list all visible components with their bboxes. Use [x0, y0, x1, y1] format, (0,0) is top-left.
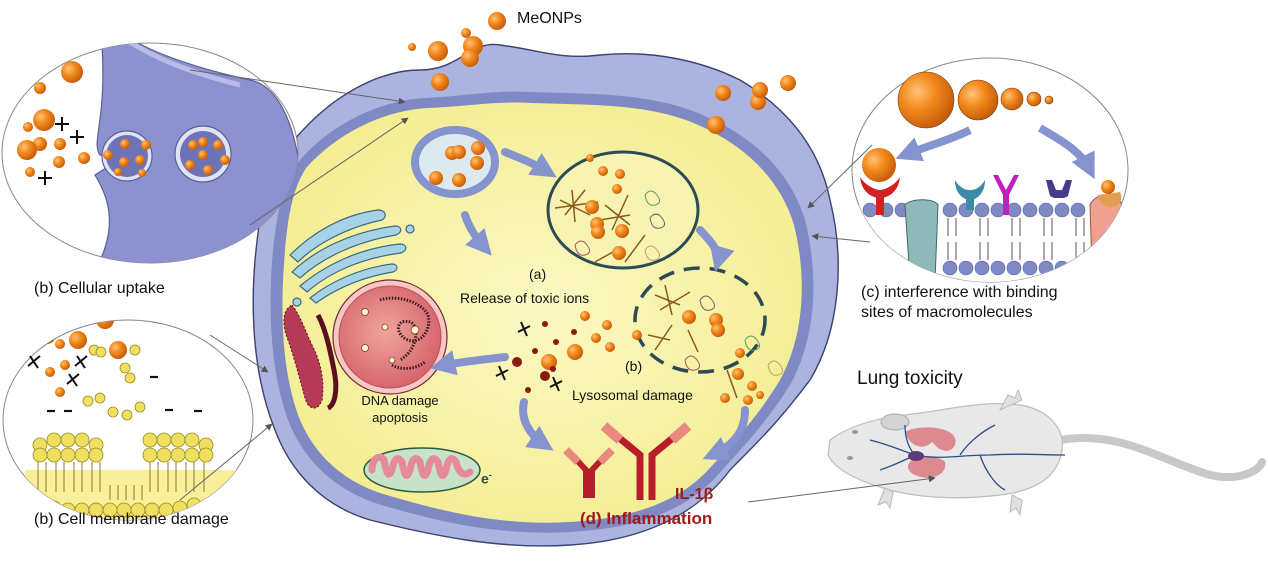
- channel-protein-salmon: [1089, 194, 1123, 271]
- cellular-uptake-label: (b) Cellular uptake: [34, 280, 165, 297]
- cytokine-label: IL-1β: [675, 486, 714, 503]
- positive-charge-icon: [549, 376, 563, 392]
- lysosomal-damage-label: Lysosomal damage: [572, 387, 693, 403]
- mouse-tail: [1056, 434, 1266, 482]
- binding-interference-label-line2: sites of macromolecules: [861, 304, 1033, 321]
- membrane-damage-inset: [2, 319, 254, 521]
- channel-protein-teal: [904, 199, 939, 281]
- nanoparticle-label: MeONPs: [517, 10, 582, 27]
- receptor-purple: [1046, 180, 1072, 198]
- antibody-small: [563, 447, 615, 498]
- positive-charge-icon: [70, 130, 84, 144]
- binding-interference-inset: [851, 57, 1129, 283]
- positive-charge-icon: [38, 171, 52, 185]
- cellular-uptake-inset: [1, 42, 299, 264]
- mouse-illustration: [827, 388, 1266, 517]
- endosome-vesicle: [411, 126, 499, 198]
- positive-charge-icon: [74, 355, 88, 369]
- blood-vessels: [869, 424, 1066, 491]
- apoptosis-label: apoptosis: [372, 410, 428, 425]
- positive-charge-icon: [55, 117, 69, 131]
- binding-interference-label-line1: (c) interference with binding: [861, 284, 1058, 301]
- membrane-damage-label: (b) Cell membrane damage: [34, 511, 229, 528]
- positive-charge-icon: [66, 373, 80, 387]
- inflammation-label: (d) Inflammation: [580, 509, 713, 528]
- lysosomal-marker: (b): [625, 358, 643, 374]
- mitochondrion: [363, 447, 481, 493]
- lysosome-intact: [546, 150, 700, 270]
- antibody-large: [600, 422, 692, 500]
- lungs: [905, 427, 956, 478]
- positive-charge-icon: [27, 355, 41, 369]
- lung-toxicity-label: Lung toxicity: [857, 368, 963, 389]
- nucleus: [332, 279, 448, 395]
- callout-lines: [179, 69, 936, 503]
- pathway-arrows: [430, 148, 749, 461]
- endoplasmic-reticulum: [283, 304, 339, 411]
- lysosome-damaged: [633, 266, 784, 405]
- electron-label: e-: [481, 470, 492, 487]
- receptor-magenta: [993, 175, 1019, 215]
- positive-charge-icon: [495, 365, 509, 381]
- extracellular-nanoparticles: [408, 12, 796, 134]
- receptor-teal: [955, 180, 985, 210]
- dna-damage-label: DNA damage: [361, 393, 439, 408]
- release-label: Release of toxic ions: [460, 290, 590, 306]
- toxic-ions-cluster: [512, 311, 642, 393]
- receptor-orange: [1098, 192, 1122, 207]
- receptor-red: [860, 177, 900, 215]
- release-marker: (a): [529, 266, 547, 282]
- positive-charge-icon: [517, 321, 531, 337]
- golgi-apparatus: [289, 209, 415, 307]
